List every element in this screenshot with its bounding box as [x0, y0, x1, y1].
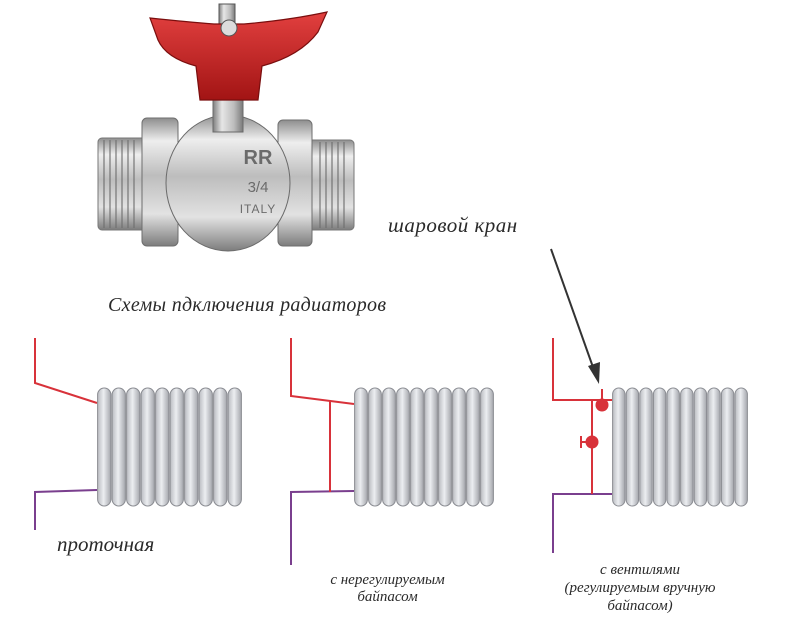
scheme-1-supply-pipe — [34, 338, 98, 404]
radiator-section — [666, 387, 680, 507]
scheme-3-supply-pipe — [552, 338, 612, 401]
radiator-section — [734, 387, 748, 507]
scheme-3-caption-line-3: байпасом) — [607, 598, 673, 614]
scheme-3-valves-bypass — [552, 338, 748, 553]
radiator-section — [424, 387, 438, 507]
valve-brand-text: RR — [244, 147, 273, 169]
diagram-title: Схемы пдключения радиаторов — [108, 294, 387, 316]
radiator-section — [639, 387, 653, 507]
scheme-2-supply-pipe — [290, 338, 355, 405]
scheme-1-flow-through — [34, 338, 242, 530]
valve-origin-text: ITALY — [240, 202, 277, 216]
radiator-section — [410, 387, 424, 507]
scheme-3-return-pipe — [552, 493, 612, 553]
radiator-section — [126, 387, 141, 507]
radiator-section — [720, 387, 735, 507]
scheme-2-caption-line-2: байпасом — [357, 589, 418, 605]
scheme-3-supply-valve — [595, 389, 609, 412]
ball-valve-label: шаровой кран — [388, 213, 518, 237]
radiator-section — [625, 387, 640, 507]
valve-size-text: 3/4 — [248, 179, 269, 196]
radiator-section — [438, 387, 452, 507]
radiator-section — [707, 387, 721, 507]
scheme-2-caption-line-1: с нерегулируемым — [330, 572, 445, 588]
radiator-section — [680, 387, 694, 507]
scheme-1-radiator — [97, 387, 242, 507]
radiator-section — [368, 387, 382, 507]
radiator-section — [184, 387, 199, 507]
radiator-section — [198, 387, 213, 507]
scheme-3-radiator — [612, 387, 748, 507]
scheme-2-caption: с нерегулируемым байпасом — [300, 572, 475, 606]
ball-valve-image: RR 3/4 ITALY — [97, 3, 355, 252]
radiator-section — [382, 387, 396, 507]
scheme-2-return-pipe — [290, 490, 355, 565]
scheme-3-caption-line-1: с вентилями — [600, 562, 680, 578]
scheme-3-caption: с вентилями (регулируемым вручную байпас… — [525, 561, 755, 615]
radiator-section — [140, 387, 155, 507]
radiator-section — [396, 387, 410, 507]
radiator-section — [480, 387, 494, 507]
radiator-section — [693, 387, 708, 507]
radiator-section — [354, 387, 368, 507]
radiator-section — [466, 387, 480, 507]
radiator-section — [452, 387, 466, 507]
radiator-section — [213, 387, 228, 507]
scheme-3-caption-line-2: (регулируемым вручную — [564, 580, 716, 596]
radiator-section — [111, 387, 126, 507]
radiator-section — [227, 387, 242, 507]
radiator-section — [169, 387, 184, 507]
scheme-1-return-pipe — [34, 489, 98, 530]
scheme-2-radiator — [354, 387, 494, 507]
scheme-3-bypass-valve — [580, 435, 599, 449]
pointer-arrow — [550, 248, 600, 384]
scheme-2-unregulated-bypass — [290, 338, 494, 565]
scheme-1-caption: проточная — [57, 532, 155, 556]
radiator-section — [652, 387, 667, 507]
radiator-section — [155, 387, 170, 507]
radiator-section — [97, 387, 112, 507]
radiator-section — [612, 387, 626, 507]
